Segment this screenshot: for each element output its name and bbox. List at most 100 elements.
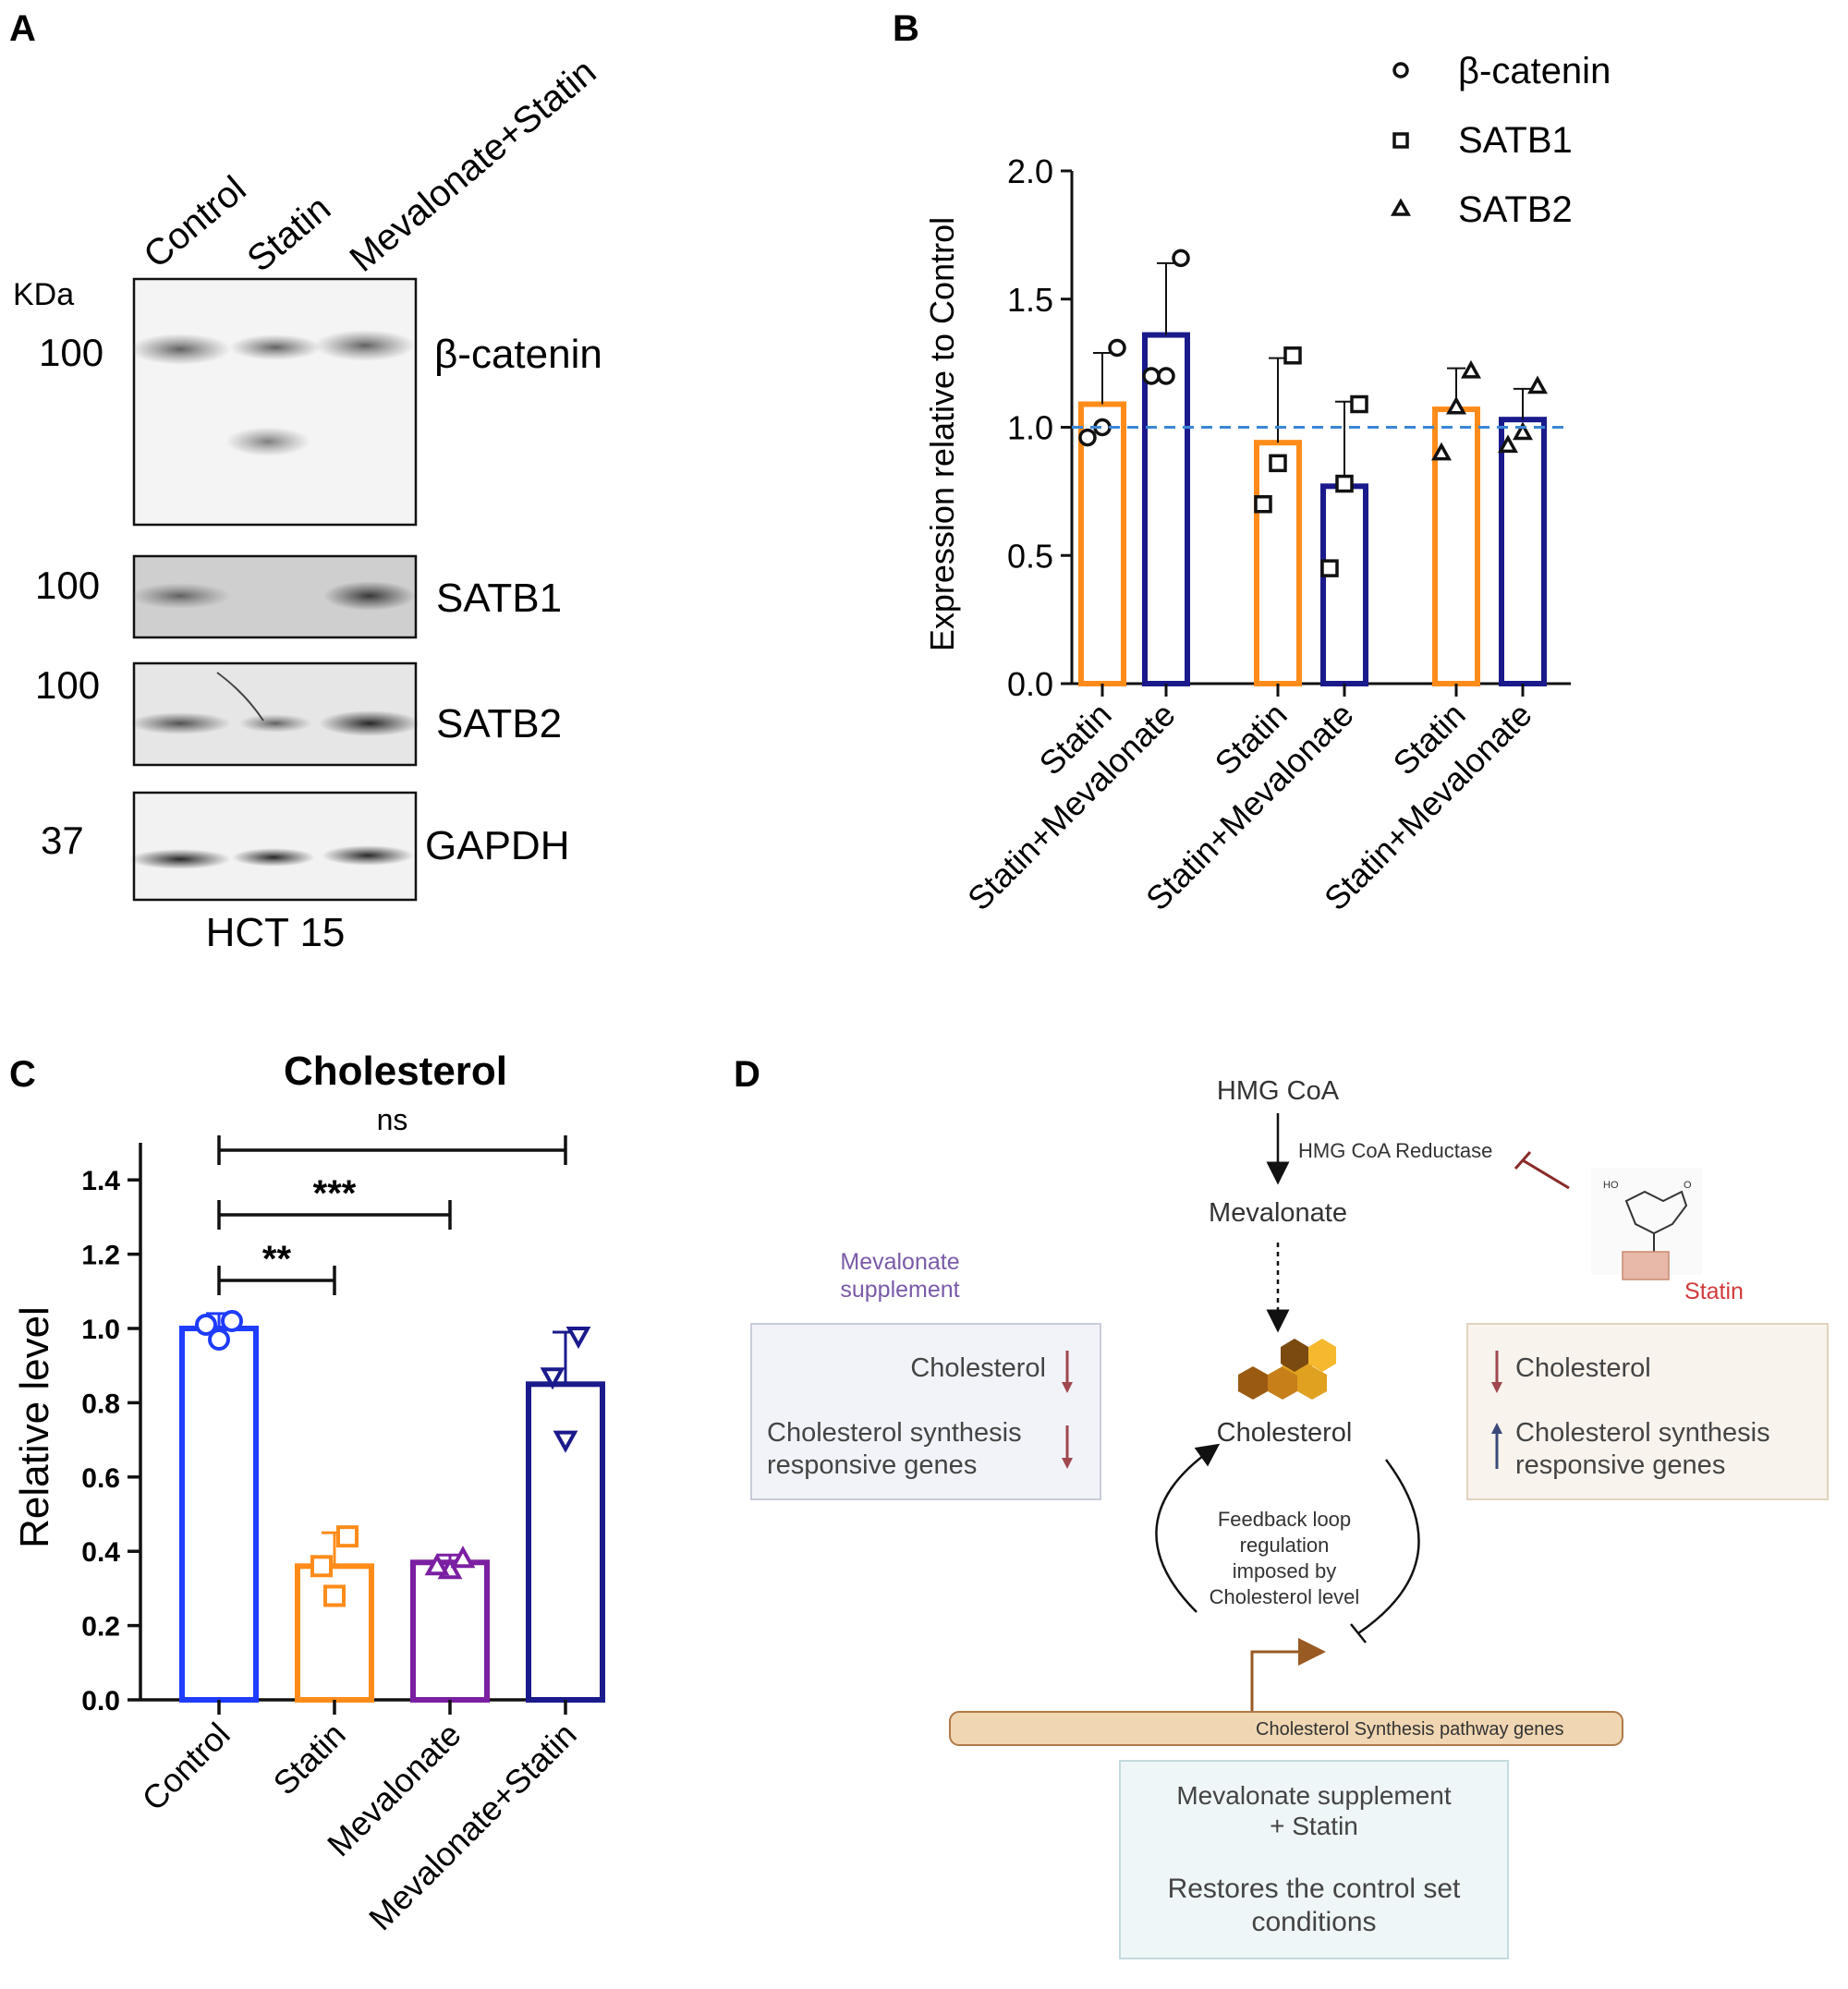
lane-label-mevalonate-statin: Mevalonate+Statin — [343, 51, 604, 279]
y-tick-label: 1.5 — [1007, 281, 1053, 319]
genes-bar-label: Cholesterol Synthesis pathway genes — [1256, 1719, 1564, 1740]
bottom-box-line-4: conditions — [1251, 1907, 1376, 1937]
y-tick-label: 2.0 — [1007, 152, 1053, 190]
y-tick-label: 1.2 — [81, 1241, 120, 1271]
data-point — [323, 1584, 346, 1607]
legend-square-marker — [1392, 132, 1409, 149]
data-point — [336, 1525, 359, 1548]
legend-triangle-marker — [1390, 198, 1412, 216]
data-point — [540, 1367, 565, 1390]
blot-beta-catenin — [132, 277, 418, 527]
legend-label-satb2: SATB2 — [1458, 189, 1573, 230]
data-point — [1350, 394, 1368, 414]
data-point — [1172, 249, 1190, 268]
mevalonate-label: Mevalonate — [1209, 1198, 1347, 1228]
panel-c: C Cholesterol Relative level 0.00.20.40.… — [9, 1049, 605, 1937]
panel-label-b: B — [893, 8, 919, 49]
right-box-cholesterol: Cholesterol — [1515, 1353, 1651, 1383]
significance-label: ** — [262, 1239, 292, 1280]
panel-label-a: A — [9, 8, 36, 49]
y-tick-label: 0.0 — [81, 1686, 120, 1716]
chart-b-ylabel: Expression relative to Control — [923, 217, 961, 651]
panel-d: D HMG CoA HMG CoA Reductase Mevalonate H… — [734, 1054, 1829, 1959]
panel-label-d: D — [734, 1054, 760, 1095]
y-tick-label: 1.4 — [81, 1166, 120, 1196]
data-point — [1498, 434, 1518, 454]
feedback-text-3: imposed by — [1233, 1559, 1337, 1583]
band — [129, 583, 231, 609]
left-box-cholesterol: Cholesterol — [910, 1353, 1046, 1383]
data-point — [1157, 367, 1175, 385]
statin-label: Statin — [1684, 1279, 1744, 1304]
data-point — [1446, 395, 1466, 415]
y-tick-label: 0.6 — [81, 1463, 120, 1494]
blot-label-satb2: SATB2 — [436, 701, 562, 746]
combination-box — [1119, 1760, 1509, 1959]
kda-value-beta-catenin: 100 — [39, 331, 103, 374]
legend-circle-marker — [1392, 62, 1409, 79]
lane-label-statin: Statin — [240, 188, 339, 279]
kda-label: KDa — [13, 277, 74, 312]
feedback-text-2: regulation — [1240, 1534, 1330, 1557]
blot-scratch — [216, 672, 264, 722]
feedback-text-4: Cholesterol level — [1210, 1585, 1360, 1608]
band — [129, 712, 231, 734]
data-point — [1431, 442, 1452, 461]
band — [129, 334, 231, 365]
legend-label-satb1: SATB1 — [1458, 120, 1573, 161]
chart-c-title: Cholesterol — [284, 1049, 507, 1094]
band — [314, 330, 416, 361]
panel-a: A Control Statin Mevalonate+Statin KDa 1… — [9, 8, 603, 955]
down-arrow-icon — [1062, 1351, 1073, 1393]
data-point — [1142, 367, 1161, 385]
data-point — [1527, 375, 1548, 394]
band — [225, 427, 310, 456]
left-box-genes-1: Cholesterol synthesis — [767, 1418, 1022, 1448]
y-tick-label: 0.4 — [81, 1537, 120, 1568]
feedback-text-1: Feedback loop — [1218, 1508, 1351, 1531]
y-tick-label: 0.8 — [81, 1389, 120, 1419]
band — [129, 849, 231, 869]
blot-label-beta-catenin: β-catenin — [434, 332, 602, 377]
chart-b-legend: β-catenin SATB1 SATB2 — [1390, 51, 1611, 230]
y-tick-label: 0.2 — [81, 1612, 120, 1643]
left-box-genes-2: responsive genes — [767, 1450, 977, 1480]
bottom-box-line-1: Mevalonate supplement — [1176, 1781, 1452, 1810]
data-point — [553, 1430, 578, 1453]
down-arrow-icon — [1062, 1425, 1073, 1469]
y-tick-label: 1.0 — [81, 1315, 120, 1345]
data-point — [1078, 428, 1097, 447]
y-tick-label: 1.0 — [1007, 409, 1053, 447]
svg-text:O: O — [1684, 1180, 1692, 1191]
statin-inhibition-bar — [1514, 1151, 1532, 1170]
bottom-box-line-3: Restores the control set — [1168, 1874, 1461, 1904]
chart-c-ylabel: Relative level — [12, 1306, 57, 1548]
data-point — [1461, 359, 1481, 379]
right-box-genes-2: responsive genes — [1515, 1450, 1725, 1480]
data-point — [1283, 346, 1302, 365]
bar — [1320, 483, 1368, 687]
bottom-box-line-2: + Statin — [1270, 1812, 1358, 1840]
data-point — [310, 1555, 333, 1578]
up-arrow-icon — [1491, 1423, 1502, 1469]
bar — [179, 1326, 259, 1703]
x-tick-label: Statin — [266, 1716, 353, 1802]
bar — [1499, 417, 1547, 686]
mevalonate-effects-box — [750, 1323, 1101, 1500]
legend-label-beta-catenin: β-catenin — [1458, 51, 1611, 91]
promoter-arrow — [1250, 1638, 1326, 1714]
data-point — [195, 1313, 217, 1336]
band — [229, 334, 322, 360]
y-tick-label: 0.0 — [1007, 665, 1053, 703]
significance-label: *** — [313, 1173, 357, 1214]
feedback-arrow-left — [1155, 1443, 1221, 1613]
x-tick-label: Control — [135, 1716, 237, 1818]
cell-line-label: HCT 15 — [206, 910, 346, 955]
mevalonate-supplement-label-1: Mevalonate — [840, 1249, 959, 1275]
statin-inhibition-line — [1522, 1158, 1570, 1190]
bar — [1142, 332, 1190, 686]
data-point — [221, 1309, 243, 1332]
lane-label-control: Control — [137, 168, 254, 276]
